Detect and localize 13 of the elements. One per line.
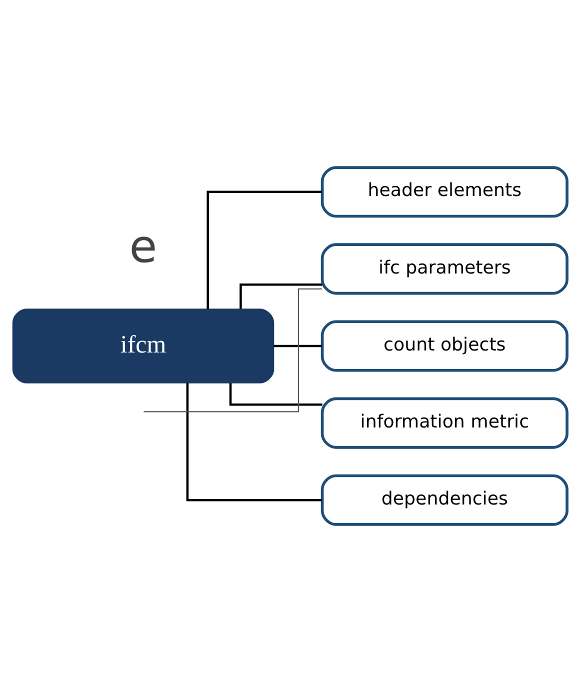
connector [206, 190, 322, 309]
connector [229, 382, 322, 406]
node-box: dependencies [320, 474, 568, 526]
node-box: ifc parameters [320, 242, 568, 294]
node-box: information metric [320, 396, 568, 448]
node-box: count objects [320, 320, 568, 372]
node-box: ifcm [12, 308, 274, 383]
connector [274, 344, 322, 347]
node-box: header elements [320, 166, 568, 218]
connector [144, 288, 322, 412]
label: e [129, 220, 158, 273]
connector [240, 282, 322, 308]
connector [186, 382, 322, 501]
